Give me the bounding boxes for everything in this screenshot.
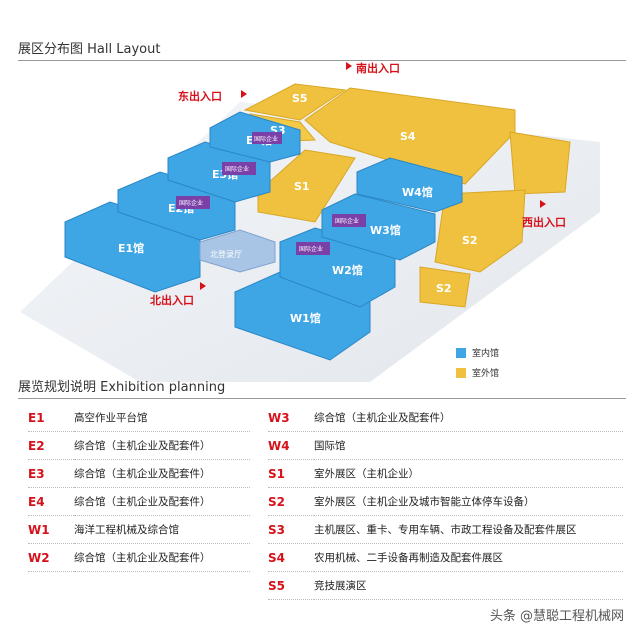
zone-s2-upper: [509, 131, 571, 195]
zone-desc: 室外展区（主机企业及城市智能立体停车设备）: [314, 487, 623, 516]
label-s5: S5: [292, 92, 308, 105]
zone-code: E1: [28, 404, 74, 432]
zone-desc: 主机展区、重卡、专用车辆、市政工程设备及配套件展区: [314, 515, 623, 544]
zone-desc: 竞技展演区: [314, 571, 623, 600]
page-title: 展区分布图 Hall Layout: [18, 42, 161, 57]
zone-code: W2: [28, 543, 74, 572]
tag-w3: [332, 214, 366, 227]
tag-e4-text: 国际企业: [254, 135, 278, 143]
zone-desc: 农用机械、二手设备再制造及配套件展区: [314, 543, 623, 572]
west-entrance-arrow-icon: [540, 200, 546, 208]
label-s2-lower: S2: [436, 282, 452, 295]
zone-desc: 室外展区（主机企业）: [314, 459, 623, 488]
hall-w4: [356, 157, 463, 213]
zone-code: E2: [28, 431, 74, 460]
west-entrance-label: 西出入口: [522, 215, 566, 229]
tag-e3-text: 国际企业: [225, 165, 249, 173]
zone-code: W4: [268, 431, 314, 460]
south-entrance-label: 南出入口: [356, 62, 400, 75]
legend-indoor-swatch: [456, 347, 466, 358]
east-entrance-arrow-icon: [241, 90, 247, 98]
hall-layout-map: E1馆 E2馆 E3馆 E4馆 W1馆 W2馆 W3馆 W4馆 S1 S2 S2…: [20, 62, 600, 382]
label-s1: S1: [294, 180, 310, 193]
title-divider: [18, 60, 626, 61]
tag-e4: [252, 132, 282, 144]
zone-code: S3: [268, 515, 314, 544]
legend-outdoor-swatch: [456, 367, 466, 378]
watermark-text: 头条 @慧聪工程机械网: [489, 609, 624, 624]
zone-s2-lower: [419, 266, 471, 308]
label-s4: S4: [400, 130, 416, 143]
zone-code: W3: [268, 404, 314, 432]
label-s2-upper: S2: [462, 234, 478, 247]
zone-code: S1: [268, 459, 314, 488]
zone-code: S5: [268, 571, 314, 600]
indoor-halls: [64, 111, 463, 361]
south-entrance-arrow-icon: [346, 62, 352, 70]
watermark: 头条 @慧聪工程机械网: [490, 605, 624, 624]
north-entrance-arrow-icon: [200, 282, 206, 290]
zone-desc: 国际馆: [314, 431, 623, 460]
planning-divider: [18, 398, 626, 399]
hall-e3: [167, 141, 271, 203]
zone-s2-mid: [434, 189, 526, 273]
hall-tags: [176, 132, 366, 255]
outdoor-areas: [243, 83, 571, 308]
zone-code: W1: [28, 515, 74, 544]
zone-desc: 综合馆（主机企业及配套件）: [314, 404, 623, 432]
label-w2: W2馆: [332, 263, 363, 277]
tag-e2-text: 国际企业: [179, 199, 203, 207]
zone-s1: [257, 149, 356, 223]
north-lobby-label: 北登录厅: [210, 249, 242, 259]
legend-indoor: 室内馆: [456, 346, 499, 359]
zone-code: E4: [28, 487, 74, 516]
tag-w2-text: 国际企业: [299, 245, 323, 253]
planning-title: 展览规划说明 Exhibition planning: [18, 380, 226, 395]
zone-desc: 综合馆（主机企业及配套件）: [74, 431, 250, 460]
zone-desc: 综合馆（主机企业及配套件）: [74, 459, 250, 488]
north-lobby: [199, 229, 276, 273]
zone-s4: [304, 87, 516, 185]
zone-code: S2: [268, 487, 314, 516]
legend-indoor-label: 室内馆: [472, 349, 500, 359]
zone-desc: 高空作业平台馆: [74, 404, 250, 432]
label-w3: W3馆: [370, 223, 401, 237]
hall-w3: [321, 193, 436, 261]
tag-e3: [222, 162, 256, 175]
zone-code: E3: [28, 459, 74, 488]
north-entrance-label: 北出入口: [150, 293, 194, 307]
entrance-markers: [200, 62, 546, 290]
zone-desc: 综合馆（主机企业及配套件）: [74, 543, 250, 572]
label-w4: W4馆: [402, 185, 433, 199]
legend-outdoor-label: 室外馆: [472, 369, 500, 379]
east-entrance-label: 东出入口: [178, 89, 222, 103]
tag-w3-text: 国际企业: [335, 217, 359, 225]
zone-code: S4: [268, 543, 314, 572]
zone-s5: [243, 83, 347, 121]
legend-outdoor: 室外馆: [456, 366, 499, 379]
label-e1: E1馆: [118, 241, 144, 255]
tag-e2: [176, 196, 210, 209]
label-w1: W1馆: [290, 311, 321, 325]
zone-desc: 海洋工程机械及综合馆: [74, 515, 250, 544]
tag-w2: [296, 242, 330, 255]
zone-desc: 综合馆（主机企业及配套件）: [74, 487, 250, 516]
